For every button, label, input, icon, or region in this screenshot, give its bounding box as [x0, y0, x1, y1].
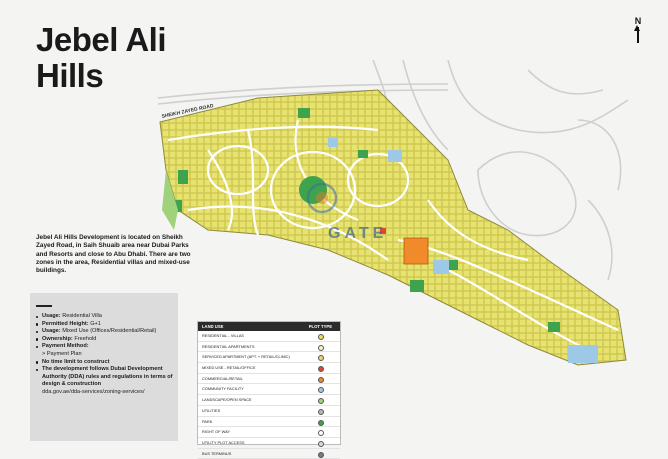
legend-header-right: PLOT TYPE [308, 324, 332, 329]
legend-swatch-icon [318, 376, 324, 383]
legend-label: Residential - Villas [202, 333, 245, 338]
legend-row: Mixed Use - Retail/Office [198, 363, 340, 374]
legend-row: Serviced Apartment (Apt. + Retail/Clinic… [198, 352, 340, 364]
mixed-use-plot [380, 228, 386, 234]
legend-swatch-icon [318, 408, 324, 415]
title-line-2: Hills [36, 57, 104, 94]
legend-swatch-icon [318, 355, 324, 362]
landscape-edge [162, 170, 178, 230]
legend-row: Residential - Villas [198, 331, 340, 342]
legend-row: Utilities [198, 406, 340, 417]
legend-table: LAND USE PLOT TYPE Residential - VillasR… [197, 321, 341, 459]
legend-swatch-icon [318, 398, 324, 405]
info-item: Usage: Residential Villa [36, 313, 176, 321]
road-network [167, 119, 619, 351]
legend-row: Residential Apartments [198, 342, 340, 353]
info-item: No time limit to construct [36, 359, 176, 367]
title-line-1: Jebel Ali [36, 21, 167, 58]
description-text: Jebel Ali Hills Development is located o… [36, 234, 191, 275]
info-panel: Usage: Residential Villa Permitted Heigh… [30, 293, 178, 441]
legend-swatch-icon [318, 366, 324, 373]
legend-label: Park [202, 418, 213, 424]
legend-swatch-icon [318, 344, 324, 351]
legend-header: LAND USE PLOT TYPE [198, 322, 340, 331]
legend-row: Community Facility [198, 384, 340, 396]
legend-label: Community Facility [202, 386, 244, 392]
legend-label: Utility Plot Access [202, 439, 245, 445]
legend-label: Right of Way [202, 429, 231, 435]
development-zone [159, 89, 627, 366]
legend-label: Utilities [202, 407, 221, 413]
info-item: dda.gov.ae/dda-services/zoning-services/ [42, 388, 145, 395]
legend-label: Residential Apartments [202, 343, 255, 349]
legend-swatch-icon [318, 419, 324, 426]
info-divider [36, 305, 52, 307]
legend-swatch-icon [318, 334, 324, 340]
legend-swatch-icon [318, 387, 324, 394]
info-item: > Payment Plan [42, 350, 82, 357]
legend-row: Bus Terminus [198, 449, 340, 459]
legend-row: Park [198, 417, 340, 428]
info-item: Permitted Height: G+1 [36, 321, 176, 329]
legend-label: Mixed Use - Retail/Office [202, 365, 256, 371]
page-title: Jebel Ali Hills [36, 21, 167, 94]
legend-label: Bus Terminus [202, 450, 232, 456]
legend-row: Commercial/Retail [198, 374, 340, 385]
legend-row: Landscape/Open Space [198, 395, 340, 406]
legend-label: Commercial/Retail [202, 375, 243, 381]
north-arrow-icon [635, 25, 640, 43]
master-plan-map: SHEIKH ZAYED ROAD [157, 60, 629, 366]
commercial-plot [403, 237, 429, 265]
legend-rows: Residential - VillasResidential Apartmen… [198, 331, 340, 459]
info-list: Usage: Residential Villa Permitted Heigh… [36, 313, 176, 397]
info-item: The development follows Dubai Developmen… [36, 366, 176, 389]
info-item: Payment Method: [36, 343, 176, 351]
info-item: Usage: Mixed Use (Offices/Residential/Re… [36, 328, 176, 336]
legend-label: Serviced Apartment (Apt. + Retail/Clinic… [202, 354, 290, 360]
legend-swatch-icon [318, 430, 324, 437]
legend-swatch-icon [318, 451, 324, 458]
legend-header-left: LAND USE [202, 324, 224, 329]
legend-label: Landscape/Open Space [202, 397, 252, 403]
legend-swatch-icon [318, 440, 324, 447]
community-facilities [328, 138, 598, 363]
legend-row: Right of Way [198, 427, 340, 438]
north-label: N [634, 16, 642, 26]
north-indicator: N [630, 16, 646, 43]
info-item: Ownership: Freehold [36, 336, 176, 344]
legend-row: Utility Plot Access [198, 438, 340, 449]
